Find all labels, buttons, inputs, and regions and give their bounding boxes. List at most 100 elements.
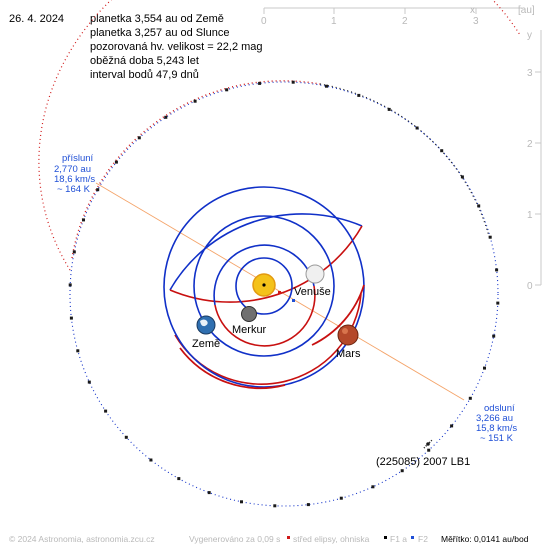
- f2-legend-marker: [411, 536, 414, 539]
- orbit-point-marker: [76, 349, 80, 353]
- orbit-point-marker: [240, 500, 243, 504]
- orbit-point-marker: [357, 93, 361, 97]
- orbit-point-marker: [306, 503, 310, 507]
- earth-label: Země: [192, 338, 220, 350]
- asteroid-label: (225085) 2007 LB1: [376, 456, 470, 468]
- orbit-point-marker: [225, 88, 229, 92]
- perihelion-info: přísluní 2,770 au 18,6 km/s ~ 164 K: [54, 153, 95, 195]
- orbit-point-marker: [69, 316, 73, 320]
- orbit-point-marker: [193, 99, 197, 103]
- perihelion-temperature: ~ 164 K: [57, 184, 91, 195]
- aphelion-distance: 3,266 au: [476, 413, 513, 424]
- orbit-point-marker: [291, 80, 295, 84]
- outer-orbit-red-arc-2: [311, 284, 365, 346]
- orbit-point-marker: [339, 496, 343, 500]
- venus-orbit-upper: [213, 244, 315, 306]
- top-tick-1: 1: [331, 16, 337, 27]
- top-tick-0: 0: [261, 16, 267, 27]
- focus-f2-marker: [292, 299, 295, 302]
- asteroid-icon: [426, 442, 430, 446]
- center-legend-label: střed elipsy, ohniska: [293, 534, 370, 544]
- orbit-point-marker: [492, 334, 496, 338]
- orbit-point-marker: [137, 136, 141, 140]
- orbit-point-marker: [207, 491, 211, 495]
- orbit-point-marker: [488, 235, 492, 239]
- venus-label: Venuše: [294, 286, 331, 298]
- orbit-point-marker: [104, 409, 108, 413]
- orbit-point-marker: [371, 485, 375, 489]
- right-tick-3: 3: [527, 68, 533, 79]
- mercury-orbit: [235, 257, 293, 315]
- orbit-point-marker: [483, 366, 486, 370]
- top-tick-3: 3: [473, 16, 479, 27]
- mars-orbit-south: [169, 225, 363, 303]
- orbit-point-marker: [124, 435, 128, 439]
- top-axis: [263, 7, 522, 14]
- distance-sun-label: planetka 3,257 au od Slunce: [90, 27, 229, 39]
- mars-highlight: [342, 328, 348, 334]
- earth-orbit: [193, 215, 335, 357]
- orbit-point-marker: [460, 175, 464, 179]
- interval-label: interval bodů 47,9 dnů: [90, 69, 199, 81]
- orbit-point-marker: [164, 115, 168, 119]
- orbit-point-marker: [495, 268, 499, 272]
- orbit-point-marker: [96, 188, 100, 192]
- sun-center-marker: [262, 283, 266, 287]
- f2-legend-label: F2: [418, 534, 428, 544]
- orbit-point-marker: [440, 149, 444, 153]
- perihelion-title: přísluní: [62, 153, 94, 164]
- orbit-point-marker: [415, 126, 419, 130]
- outer-orbit-red-arc: [179, 347, 286, 390]
- scale-label: Měřítko: 0,0141 au/bod: [441, 534, 529, 544]
- asteroid-orbit: [69, 81, 499, 507]
- period-label: oběžná doba 5,243 let: [90, 55, 199, 67]
- right-tick-1: 1: [527, 210, 533, 221]
- f1-legend-label: F1 a: [390, 534, 407, 544]
- perihelion-velocity: 18,6 km/s: [54, 174, 95, 185]
- orbit-point-marker: [68, 283, 72, 287]
- right-axis: [535, 30, 542, 286]
- orbit-point-marker: [258, 81, 262, 85]
- aphelion-temperature: ~ 151 K: [480, 433, 514, 444]
- orbit-point-marker: [427, 448, 431, 452]
- orbit-point-marker: [273, 504, 277, 508]
- orbit-point-marker: [468, 396, 472, 400]
- f1-legend-marker: [384, 536, 387, 539]
- orbit-point-marker: [450, 424, 454, 428]
- ellipse-center-marker: [278, 291, 281, 294]
- mars-label: Mars: [336, 348, 361, 360]
- perihelion-distance: 2,770 au: [54, 164, 91, 175]
- asteroid-orbit-red-arc: [71, 80, 321, 259]
- orbit-point-marker: [496, 301, 500, 305]
- aphelion-title: odsluní: [484, 403, 515, 414]
- orbit-point-marker: [87, 380, 91, 384]
- earth-cloud-shape: [200, 319, 208, 327]
- orbit-point-marker: [387, 107, 391, 111]
- venus-icon: [305, 264, 325, 284]
- orbit-point-marker: [149, 458, 153, 462]
- mars-orbit-north: [169, 213, 363, 291]
- orbit-point-marker: [325, 84, 328, 88]
- generated-label: Vygenerováno za 0,09 s: [189, 534, 280, 544]
- orbit-point-marker: [177, 477, 181, 481]
- right-axis-y-label: y: [527, 30, 532, 41]
- axis-unit-label: [au]: [518, 5, 535, 16]
- orbit-point-marker: [477, 204, 481, 208]
- asteroid-orbit-points: [68, 80, 500, 508]
- distance-earth-label: planetka 3,554 au od Země: [90, 13, 224, 25]
- asteroid-orbit-dark-arc: [319, 83, 491, 241]
- orbit-point-marker: [400, 469, 404, 473]
- top-axis-x-label: x: [470, 5, 475, 16]
- right-tick-0: 0: [527, 281, 533, 292]
- date-label: 26. 4. 2024: [9, 13, 64, 25]
- aphelion-velocity: 15,8 km/s: [476, 423, 517, 434]
- copyright-label: © 2024 Astronomia, astronomia.zcu.cz: [9, 534, 155, 544]
- magnitude-label: pozorovaná hv. velikost = 22,2 mag: [90, 41, 263, 53]
- aphelion-info: odsluní 3,266 au 15,8 km/s ~ 151 K: [476, 403, 517, 444]
- orbit-point-marker: [72, 250, 76, 254]
- orbit-point-marker: [114, 160, 118, 164]
- asteroid-orbit-north: [38, 0, 521, 271]
- venus-orbit-lower: [214, 285, 316, 347]
- center-legend-marker: [287, 536, 290, 539]
